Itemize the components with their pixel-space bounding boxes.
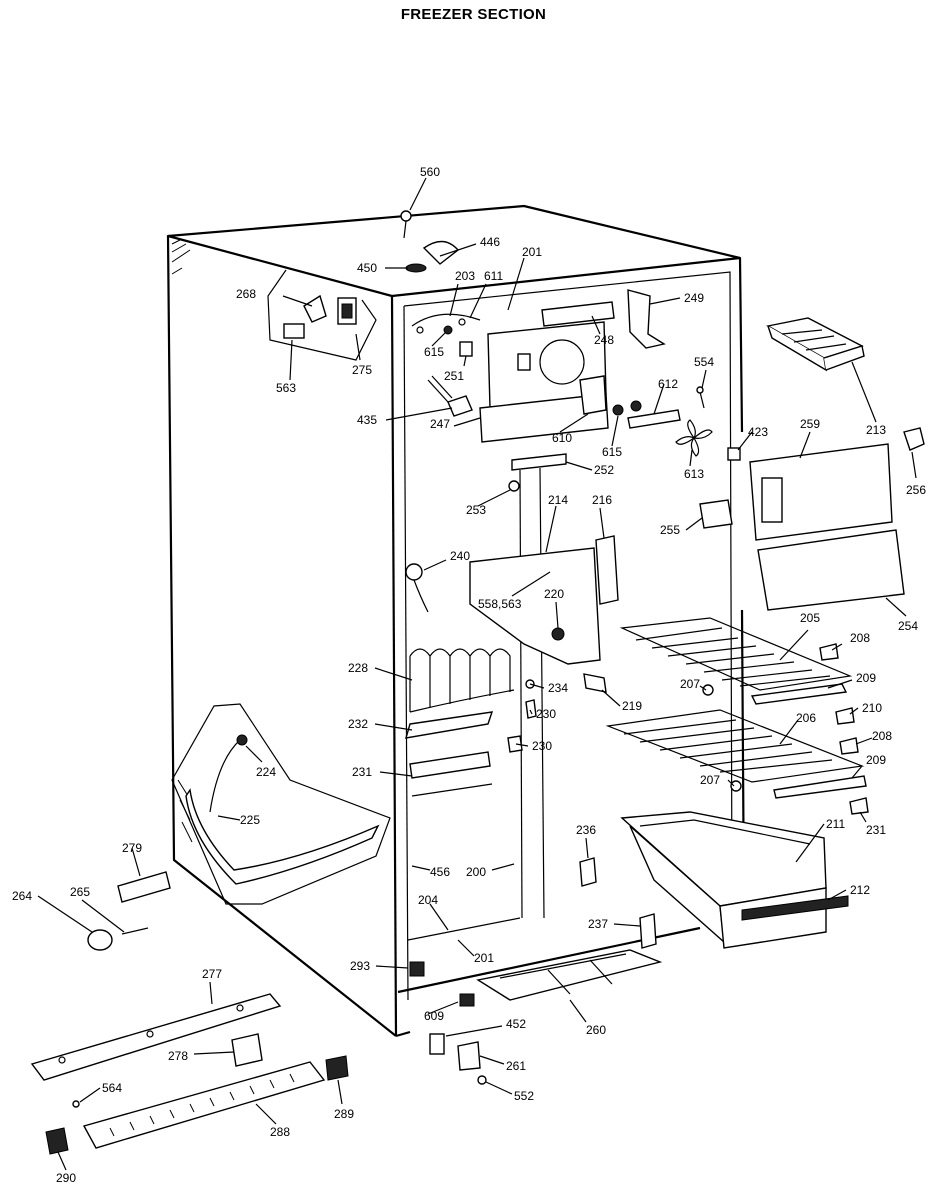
storage-bin: [620, 811, 849, 949]
label-219: 219: [622, 699, 642, 713]
label-264: 264: [12, 889, 32, 903]
label-288: 288: [270, 1125, 290, 1139]
label-261: 261: [506, 1059, 526, 1073]
label-609: 609: [424, 1009, 444, 1023]
label-252: 252: [594, 463, 614, 477]
label-247: 247: [430, 417, 450, 431]
label-552: 552: [514, 1089, 534, 1103]
label-203: 203: [455, 269, 475, 283]
label-216: 216: [592, 493, 612, 507]
label-610: 610: [552, 431, 572, 445]
label-423: 423: [748, 425, 768, 439]
leader-lines: [37, 177, 917, 1171]
label-256: 256: [906, 483, 926, 497]
middle-parts: [405, 547, 607, 887]
label-234: 234: [548, 681, 568, 695]
label-249: 249: [684, 291, 704, 305]
label-278: 278: [168, 1049, 188, 1063]
label-265: 265: [70, 885, 90, 899]
label-225: 225: [240, 813, 260, 827]
label-230-lower: 230: [532, 739, 552, 753]
label-251: 251: [444, 369, 464, 383]
label-210: 210: [862, 701, 882, 715]
label-232: 232: [348, 717, 368, 731]
label-255: 255: [660, 523, 680, 537]
label-231-right: 231: [866, 823, 886, 837]
label-277: 277: [202, 967, 222, 981]
label-213: 213: [866, 423, 886, 437]
label-209-lower: 209: [866, 753, 886, 767]
right-parts: [595, 317, 925, 611]
label-615-mid: 615: [602, 445, 622, 459]
label-558-563: 558,563: [478, 597, 522, 611]
label-259: 259: [800, 417, 820, 431]
page-title: FREEZER SECTION: [400, 6, 547, 23]
label-611: 611: [484, 269, 503, 283]
label-275: 275: [352, 363, 372, 377]
label-224: 224: [256, 765, 276, 779]
inset-drain-tube: [171, 703, 391, 905]
label-208-upper: 208: [850, 631, 870, 645]
label-450: 450: [357, 261, 377, 275]
label-615-top: 615: [424, 345, 444, 359]
label-200: 200: [466, 865, 486, 879]
label-452: 452: [506, 1017, 526, 1031]
label-220: 220: [544, 587, 564, 601]
part-labels: 560 446 450 201 268 203 611 249 615 248 …: [12, 165, 926, 1185]
label-456: 456: [430, 865, 450, 879]
cabinet-outline: [166, 204, 746, 1038]
label-237: 237: [588, 917, 608, 931]
label-268: 268: [236, 287, 256, 301]
label-209-upper: 209: [856, 671, 876, 685]
label-253: 253: [466, 503, 486, 517]
label-211: 211: [826, 817, 845, 831]
label-612: 612: [658, 377, 678, 391]
label-207-lower: 207: [700, 773, 720, 787]
bottom-parts: [30, 871, 663, 1155]
label-207-upper: 207: [680, 677, 700, 691]
label-212: 212: [850, 883, 870, 897]
label-254: 254: [898, 619, 918, 633]
label-204: 204: [418, 893, 438, 907]
label-248: 248: [594, 333, 614, 347]
shelves: [605, 617, 869, 815]
label-289: 289: [334, 1107, 354, 1121]
label-236: 236: [576, 823, 596, 837]
label-206: 206: [796, 711, 816, 725]
label-554: 554: [694, 355, 714, 369]
label-201-bottom: 201: [474, 951, 494, 965]
label-435: 435: [357, 413, 377, 427]
label-564: 564: [102, 1081, 122, 1095]
label-201-top: 201: [522, 245, 542, 259]
label-228: 228: [348, 661, 368, 675]
label-290: 290: [56, 1171, 76, 1185]
label-560: 560: [420, 165, 440, 179]
label-279: 279: [122, 841, 142, 855]
label-208-lower: 208: [872, 729, 892, 743]
label-230-upper: 230: [536, 707, 556, 721]
label-240: 240: [450, 549, 470, 563]
label-205: 205: [800, 611, 820, 625]
label-613: 613: [684, 467, 704, 481]
label-293: 293: [350, 959, 370, 973]
label-563-top: 563: [276, 381, 296, 395]
label-260: 260: [586, 1023, 606, 1037]
label-231-left: 231: [352, 765, 372, 779]
label-214: 214: [548, 493, 568, 507]
top-parts: [267, 210, 741, 492]
label-446: 446: [480, 235, 500, 249]
